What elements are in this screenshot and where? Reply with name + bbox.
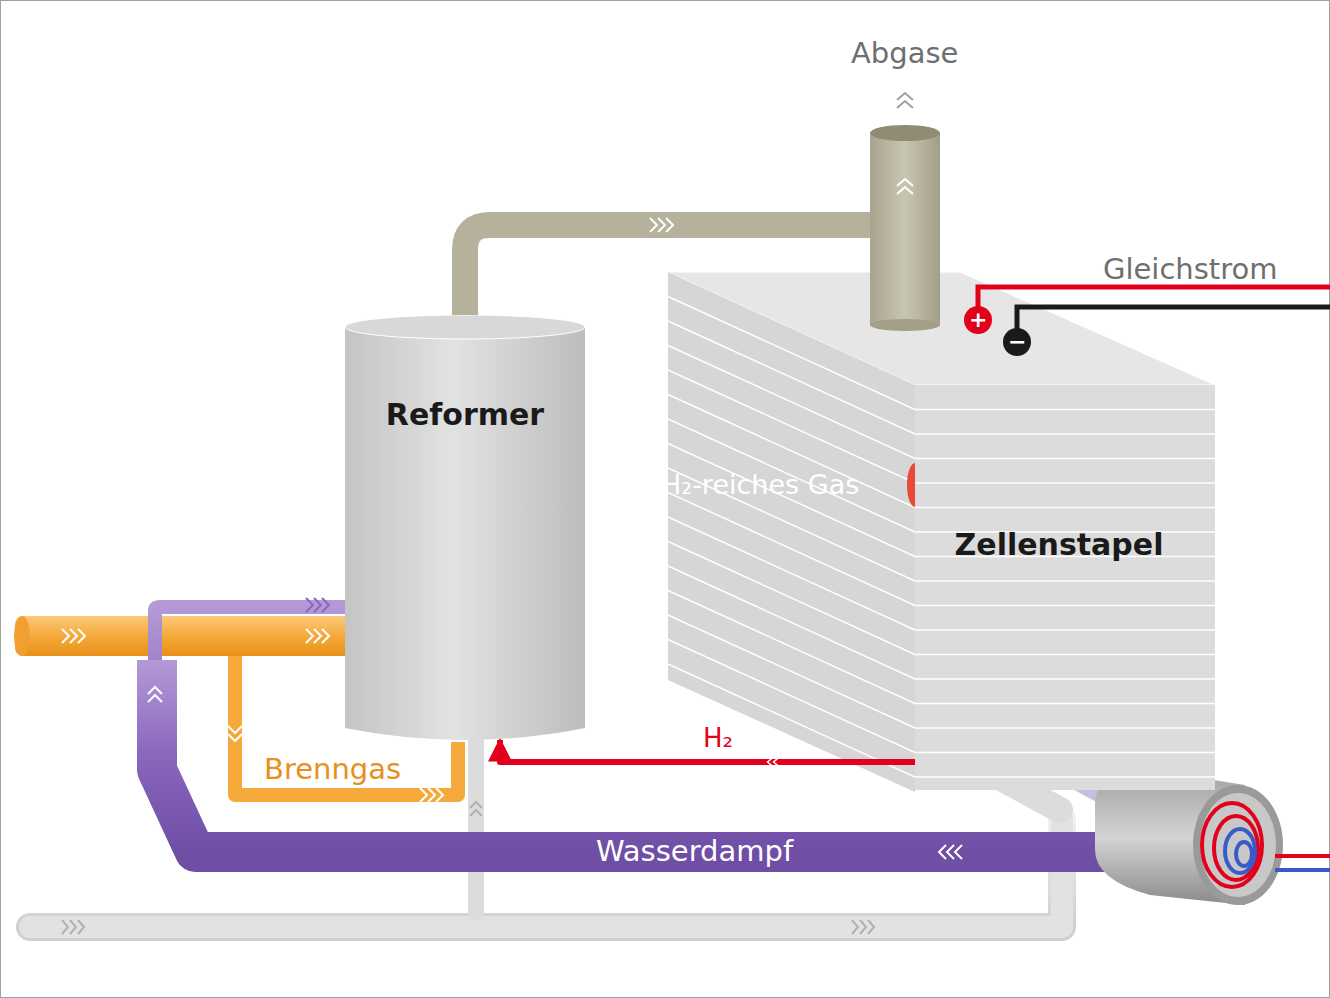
edge-label: H₂ xyxy=(703,724,733,753)
gas-pipe xyxy=(585,463,915,507)
exhaust-label: Abgase xyxy=(851,38,958,70)
reformer-cylinder: Reformer xyxy=(345,315,585,740)
flow-chevron xyxy=(768,757,780,767)
steam-label: Wasserdampf xyxy=(596,836,793,868)
dc-label: Gleichstrom xyxy=(1103,254,1278,286)
reformer-cylinder-shape xyxy=(345,315,585,740)
cell-stack-box: Zellenstapel xyxy=(915,385,1215,790)
fuel-gas-label: Brenngas xyxy=(264,754,401,786)
minus-sign: − xyxy=(1008,330,1026,354)
plus-sign: + xyxy=(969,308,987,332)
node-title: Reformer xyxy=(386,397,544,432)
node-title: Zellenstapel xyxy=(955,527,1164,562)
edge-label: H₂-reiches Gas xyxy=(661,470,859,500)
cell-stack-box-shape xyxy=(915,385,1215,790)
